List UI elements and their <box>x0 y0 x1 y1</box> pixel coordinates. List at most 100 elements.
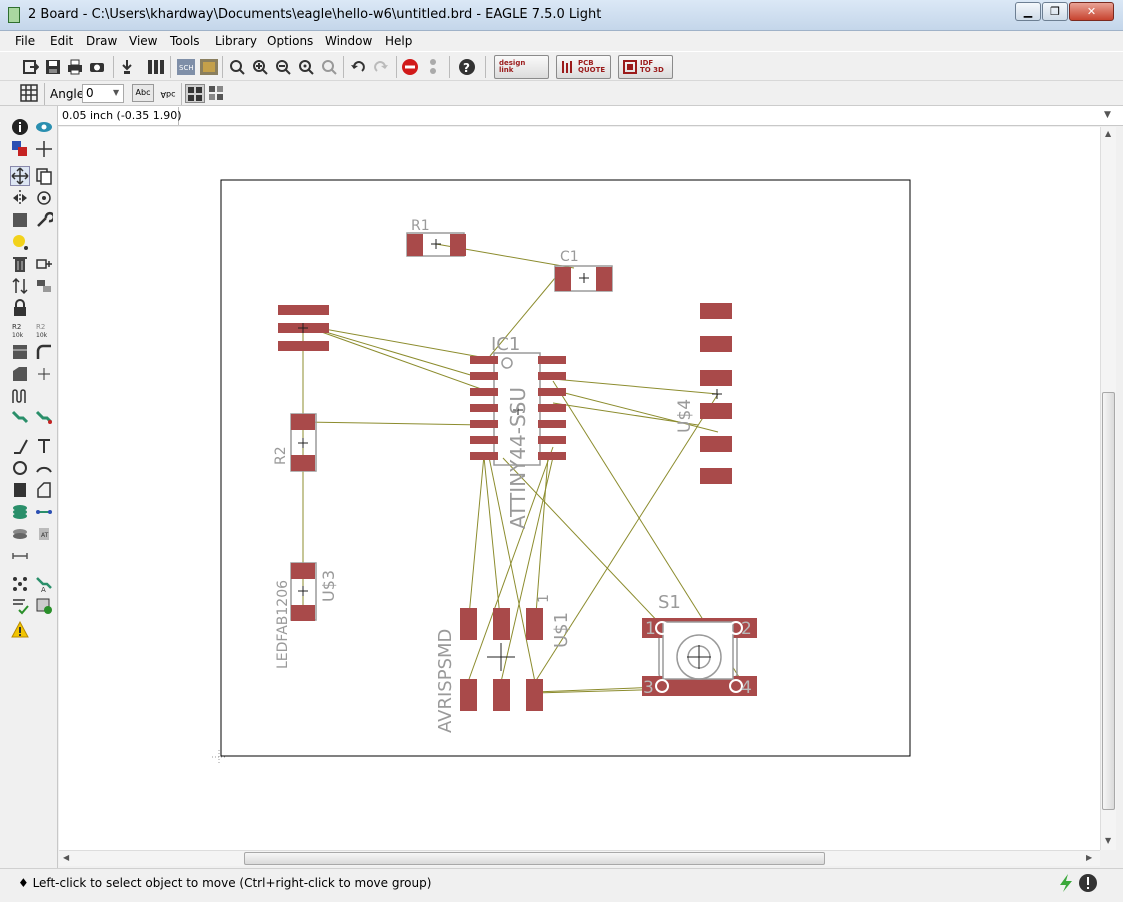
mark-icon[interactable] <box>34 139 54 159</box>
board-drawing[interactable]: R1 C1 IC1 ATTINY44-SSU <box>59 127 1100 850</box>
mirror-icon[interactable] <box>10 188 30 208</box>
schematic-switch-icon[interactable]: SCH <box>175 56 197 78</box>
print-icon[interactable] <box>64 56 86 78</box>
route-icon[interactable] <box>10 408 30 428</box>
replace-icon[interactable] <box>34 276 54 296</box>
r1-component[interactable]: R1 <box>406 218 466 257</box>
stop-icon[interactable] <box>399 56 421 78</box>
move-icon[interactable] <box>10 166 30 186</box>
scroll-left-icon[interactable]: ◀ <box>63 853 70 862</box>
drc-icon[interactable] <box>10 596 30 616</box>
pinswap-icon[interactable] <box>10 276 30 296</box>
display-icon[interactable] <box>10 139 30 159</box>
help-icon[interactable]: ? <box>456 56 478 78</box>
wire-bend-style-1-button[interactable] <box>185 84 205 103</box>
add-icon[interactable] <box>34 254 54 274</box>
scroll-up-icon[interactable]: ▲ <box>1105 129 1112 138</box>
s1-component[interactable]: S1 1 2 3 4 <box>642 592 757 698</box>
attribute-icon[interactable]: AT <box>34 524 54 544</box>
hole-icon[interactable] <box>10 524 30 544</box>
meander-icon[interactable] <box>10 386 30 406</box>
via-icon[interactable] <box>10 502 30 522</box>
lightning-icon[interactable] <box>1057 873 1075 893</box>
group-icon[interactable] <box>10 210 30 230</box>
lock-icon[interactable] <box>10 298 30 318</box>
rect-icon[interactable] <box>10 480 30 500</box>
scroll-down-icon[interactable]: ▼ <box>1105 836 1112 845</box>
left-header-component[interactable] <box>278 305 329 351</box>
save-icon[interactable] <box>42 56 64 78</box>
us1-component[interactable]: U$1 1 AVRISPSMD <box>435 594 572 733</box>
rotate-icon[interactable] <box>34 188 54 208</box>
vertical-scrollbar[interactable]: ▲ ▼ <box>1100 127 1116 850</box>
optimize-icon[interactable] <box>34 364 54 384</box>
menu-view[interactable]: View <box>129 34 158 48</box>
us4-component[interactable]: U$4 <box>675 303 732 484</box>
script-icon[interactable] <box>116 56 138 78</box>
scroll-right-icon[interactable]: ▶ <box>1086 853 1093 862</box>
zoom-in-icon[interactable] <box>249 56 271 78</box>
slice-icon[interactable] <box>10 364 30 384</box>
chevron-down-icon[interactable]: ▼ <box>1104 110 1111 120</box>
circle-icon[interactable] <box>10 458 30 478</box>
angle-select[interactable]: 0 <box>82 84 124 103</box>
pcb-quote-button[interactable]: PCB QUOTE <box>556 55 611 79</box>
text-mirror-button[interactable]: Abc <box>157 84 179 102</box>
menu-tools[interactable]: Tools <box>170 34 200 48</box>
ratsnest-icon[interactable] <box>10 574 30 594</box>
vertical-scroll-thumb[interactable] <box>1102 392 1115 810</box>
r2-component[interactable]: R2 <box>273 413 317 472</box>
errors-warning-icon[interactable] <box>10 620 30 640</box>
zoom-out-icon[interactable] <box>272 56 294 78</box>
copy-icon[interactable] <box>34 166 54 186</box>
maximize-button[interactable]: ❐ <box>1042 2 1068 21</box>
menu-file[interactable]: File <box>15 34 36 48</box>
horizontal-scrollbar[interactable]: ◀ ▶ <box>59 850 1100 866</box>
show-icon[interactable] <box>34 117 54 137</box>
command-input[interactable] <box>194 107 1109 125</box>
menu-library[interactable]: Library <box>215 34 257 48</box>
zoom-select-icon[interactable] <box>318 56 340 78</box>
ic1-component[interactable]: IC1 ATTINY44-SSU <box>470 334 566 529</box>
wire-bend-style-2-button[interactable] <box>207 84 227 103</box>
erc-icon[interactable] <box>34 596 54 616</box>
stop-command-icon[interactable] <box>1078 873 1098 893</box>
split-icon[interactable] <box>10 342 30 362</box>
dimension-icon[interactable] <box>10 546 30 566</box>
horizontal-scroll-thumb[interactable] <box>244 852 825 865</box>
chevron-down-icon[interactable]: ▼ <box>113 88 120 97</box>
redo-icon[interactable] <box>370 56 392 78</box>
grid-icon[interactable] <box>18 82 40 104</box>
minimize-button[interactable]: ▁ <box>1015 2 1041 21</box>
board-canvas[interactable]: R1 C1 IC1 ATTINY44-SSU <box>59 127 1100 850</box>
miter-icon[interactable] <box>34 342 54 362</box>
polygon-icon[interactable] <box>34 480 54 500</box>
close-button[interactable]: ✕ <box>1069 2 1114 21</box>
go-icon[interactable] <box>422 56 444 78</box>
signal-icon[interactable] <box>34 502 54 522</box>
menu-draw[interactable]: Draw <box>86 34 118 48</box>
undo-icon[interactable] <box>347 56 369 78</box>
text-icon[interactable] <box>34 436 54 456</box>
cam-processor-icon[interactable] <box>86 56 108 78</box>
board-switch-icon[interactable] <box>198 56 220 78</box>
zoom-redraw-icon[interactable] <box>295 56 317 78</box>
c1-component[interactable]: C1 <box>554 249 613 292</box>
paste-icon[interactable] <box>10 232 30 252</box>
menu-options[interactable]: Options <box>267 34 314 48</box>
info-icon[interactable] <box>10 117 30 137</box>
ripup-icon[interactable] <box>34 408 54 428</box>
us3-component[interactable]: U$3 LEDFAB1206 <box>275 562 338 669</box>
layer-settings-icon[interactable] <box>145 56 167 78</box>
designlink-button[interactable]: design link <box>494 55 549 79</box>
open-icon[interactable] <box>20 56 42 78</box>
menu-edit[interactable]: Edit <box>50 34 74 48</box>
menu-help[interactable]: Help <box>385 34 413 48</box>
idf-to-3d-button[interactable]: IDF TO 3D <box>618 55 673 79</box>
wire-icon[interactable] <box>10 436 30 456</box>
menu-window[interactable]: Window <box>325 34 373 48</box>
arc-icon[interactable] <box>34 458 54 478</box>
delete-icon[interactable] <box>10 254 30 274</box>
